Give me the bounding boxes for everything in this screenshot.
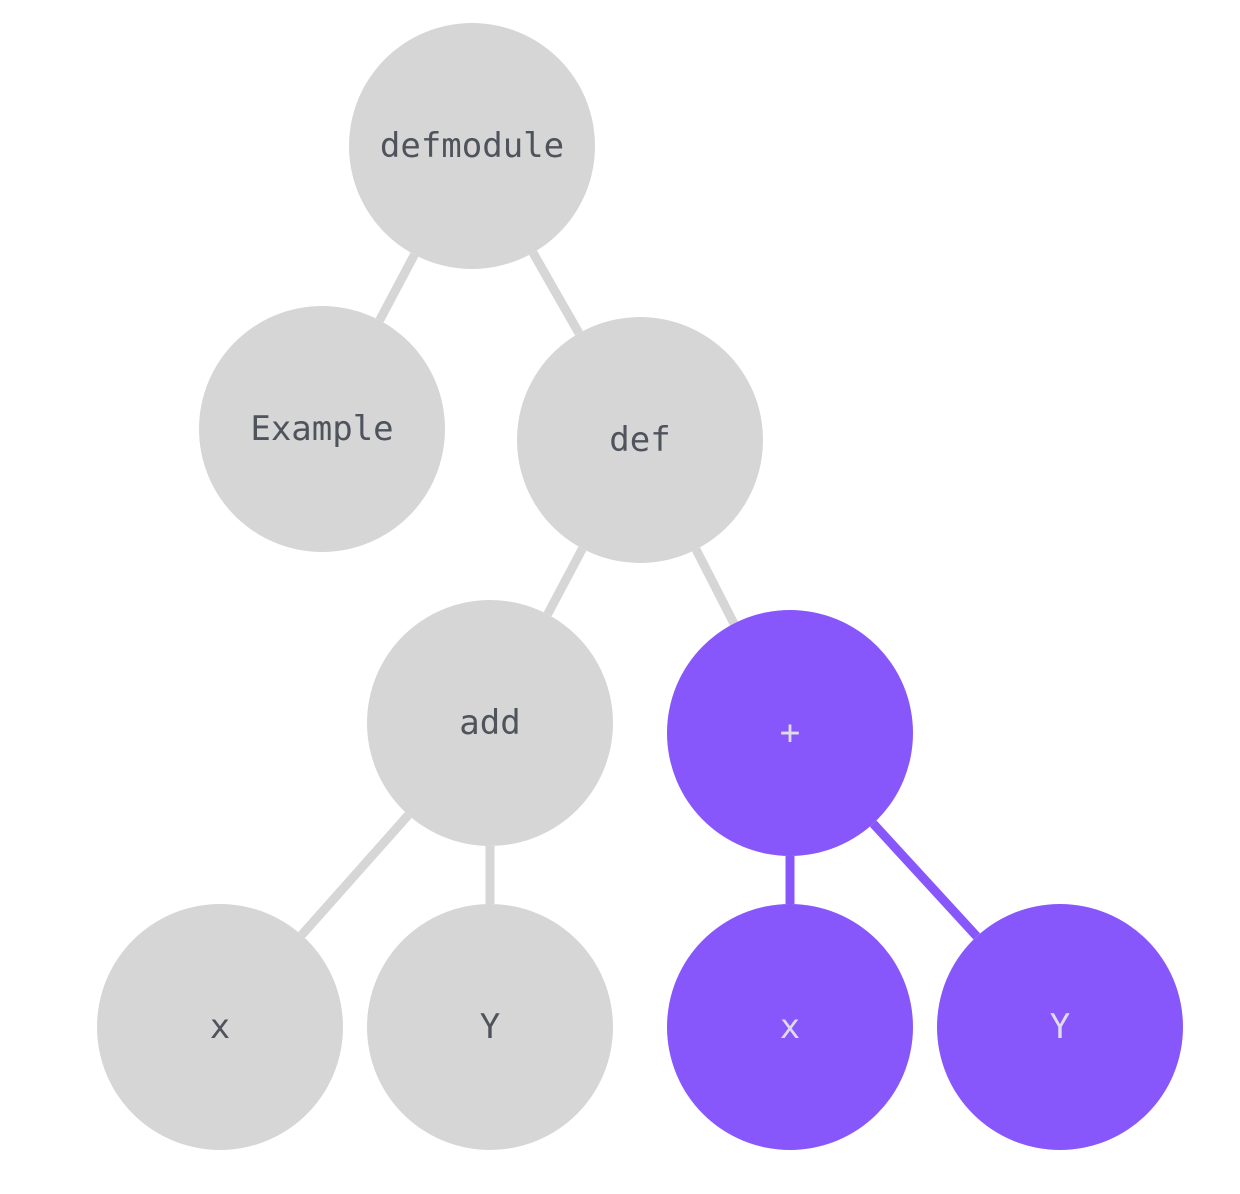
node-plus-x: x bbox=[667, 904, 913, 1150]
edge-add-to-add-x bbox=[298, 811, 412, 939]
node-label-add-x: x bbox=[210, 1007, 230, 1047]
node-circle-add-x bbox=[97, 904, 343, 1150]
edge-defmodule-to-def bbox=[529, 250, 583, 336]
node-defmodule: defmodule bbox=[349, 23, 595, 269]
node-add-y: Y bbox=[367, 904, 613, 1150]
node-circle-def bbox=[517, 317, 763, 563]
node-circle-add-y bbox=[367, 904, 613, 1150]
node-plus-y: Y bbox=[937, 904, 1183, 1150]
node-label-def: def bbox=[609, 420, 670, 460]
edge-def-to-plus bbox=[692, 547, 738, 626]
node-plus: + bbox=[667, 610, 913, 856]
edge-def-to-add bbox=[543, 546, 587, 617]
node-circle-add bbox=[367, 600, 613, 846]
node-label-add-y: Y bbox=[480, 1007, 500, 1047]
node-circle-example bbox=[199, 306, 445, 552]
node-circle-plus bbox=[667, 610, 913, 856]
node-add: add bbox=[367, 600, 613, 846]
node-label-add: add bbox=[459, 703, 520, 743]
node-label-plus: + bbox=[780, 713, 800, 753]
node-label-plus-x: x bbox=[780, 1007, 800, 1047]
node-circle-plus-y bbox=[937, 904, 1183, 1150]
edge-defmodule-to-example bbox=[375, 252, 419, 323]
node-example: Example bbox=[199, 306, 445, 552]
node-def: def bbox=[517, 317, 763, 563]
node-circle-plus-x bbox=[667, 904, 913, 1150]
node-label-example: Example bbox=[250, 409, 393, 449]
edge-plus-to-plus-y bbox=[869, 820, 981, 940]
node-label-plus-y: Y bbox=[1050, 1007, 1070, 1047]
node-add-x: x bbox=[97, 904, 343, 1150]
node-label-defmodule: defmodule bbox=[380, 126, 564, 166]
node-circle-defmodule bbox=[349, 23, 595, 269]
edges-layer bbox=[298, 250, 981, 940]
